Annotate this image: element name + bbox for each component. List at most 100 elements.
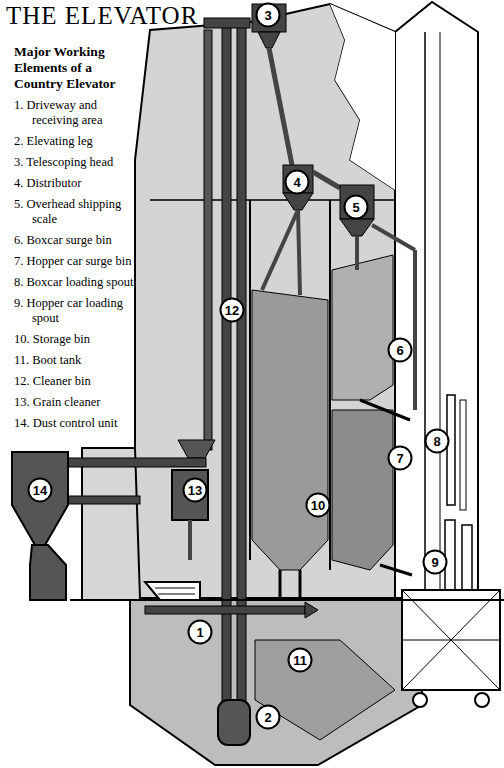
ground-line (70, 600, 504, 601)
bins-part (329, 200, 331, 570)
title: THE ELEVATOR (6, 2, 198, 30)
head-and-distributor (204, 4, 415, 410)
callout-number: 2 (255, 704, 281, 730)
callout-circle-outline (424, 551, 447, 574)
callout-number: 9 (422, 549, 448, 575)
head-and-distributor-part (355, 236, 359, 270)
callout-circle-outline (257, 4, 280, 27)
callout-number: 14 (27, 477, 53, 503)
head-and-distributor-part (340, 219, 374, 236)
elevating-leg-part (218, 700, 250, 745)
list-item: 4. Distributor (14, 176, 138, 191)
bins-part (360, 400, 410, 420)
list-item: 8. Boxcar loading spout (14, 275, 138, 290)
loading-spouts-part (462, 525, 472, 595)
loading-spouts (445, 395, 472, 595)
main-tower-part (330, 4, 395, 190)
dust-control-unit (12, 452, 206, 600)
head-and-distributor-part (269, 48, 292, 165)
list-item: 11. Boot tank (14, 353, 138, 368)
list-item: 10. Storage bin (14, 332, 138, 347)
driveway-part (145, 606, 305, 614)
head-and-distributor-part (298, 210, 300, 295)
callout-circle-outline (184, 479, 207, 502)
annex-part (82, 448, 140, 600)
head-and-distributor-part (204, 18, 250, 28)
main-tower (135, 4, 395, 598)
callout-number: 12 (219, 297, 245, 323)
dust-control-unit-part (12, 452, 68, 545)
callout-text: 7 (396, 451, 403, 466)
list-item: 7. Hopper car surge bin (14, 254, 138, 269)
list-item: 1. Driveway and receiving area (14, 98, 138, 128)
bins (250, 200, 412, 600)
callout-text: 2 (264, 710, 271, 725)
callout-circle-outline (221, 299, 244, 322)
callout-number: 8 (424, 428, 450, 454)
bins-part (332, 410, 393, 570)
head-and-distributor-part (258, 32, 280, 48)
head-and-distributor-part (313, 172, 340, 188)
callout-text: 6 (396, 343, 403, 358)
hopper-car-part (413, 693, 427, 707)
callout-circle-outline (307, 494, 330, 517)
exterior-wing (395, 2, 478, 598)
callout-number: 10 (305, 492, 331, 518)
dust-control-unit-part (66, 458, 206, 467)
callout-text: 8 (433, 434, 440, 449)
callout-number: 13 (182, 477, 208, 503)
callout-number: 11 (287, 647, 313, 673)
callout-text: 4 (293, 175, 300, 190)
list-item: 2. Elevating leg (14, 134, 138, 149)
driveway-part (305, 602, 318, 618)
dust-control-unit-part (66, 496, 140, 504)
exterior-wing-part (424, 32, 426, 598)
list-item: 13. Grain cleaner (14, 395, 138, 410)
callout-text: 12 (225, 303, 239, 318)
head-and-distributor-part (283, 165, 313, 193)
head-and-distributor-part (252, 4, 286, 32)
list-item: 6. Boxcar surge bin (14, 233, 138, 248)
cleaner-part (172, 470, 208, 520)
hopper-car-part (402, 590, 500, 690)
bins-part (249, 200, 251, 560)
head-and-distributor-part (262, 210, 298, 290)
legend-list: Major Working Elements of a Country Elev… (14, 44, 138, 437)
driveway-part (145, 582, 200, 600)
elevating-leg-part (204, 30, 212, 450)
callout-circle-outline (389, 447, 412, 470)
driveway-part (158, 594, 195, 595)
bins-part (380, 565, 412, 575)
callout-circle-outline (257, 706, 280, 729)
callout-number: 1 (187, 619, 213, 645)
callout-text: 3 (264, 8, 271, 23)
head-and-distributor-part (340, 185, 374, 219)
exterior-wing-part (395, 2, 478, 598)
ground-line-part (70, 599, 504, 601)
main-tower-part (135, 4, 395, 598)
callout-text: 13 (188, 483, 202, 498)
main-tower-part (330, 4, 395, 190)
bins-part (279, 570, 282, 600)
hopper-car-part (402, 590, 500, 690)
callout-number: 6 (387, 337, 413, 363)
callout-number: 3 (255, 2, 281, 28)
bins-part (252, 290, 328, 570)
callout-circle-outline (189, 621, 212, 644)
callout-circle-outline (426, 430, 449, 453)
callout-circle-outline (389, 339, 412, 362)
list-item: 3. Telescoping head (14, 155, 138, 170)
callout-text: 5 (352, 200, 359, 215)
callout-text: 10 (311, 498, 325, 513)
hopper-car-part (475, 693, 489, 707)
cleaner-part (188, 520, 192, 560)
hopper-car-part (402, 640, 500, 641)
dust-control-unit-part (30, 545, 66, 600)
list-item: 9. Hopper car loading spout (14, 296, 138, 326)
callout-circle-outline (345, 196, 368, 219)
callout-number: 5 (343, 194, 369, 220)
hopper-car (402, 590, 500, 707)
callout-number: 7 (387, 445, 413, 471)
callout-text: 14 (33, 483, 47, 498)
callout-text: 1 (196, 625, 203, 640)
